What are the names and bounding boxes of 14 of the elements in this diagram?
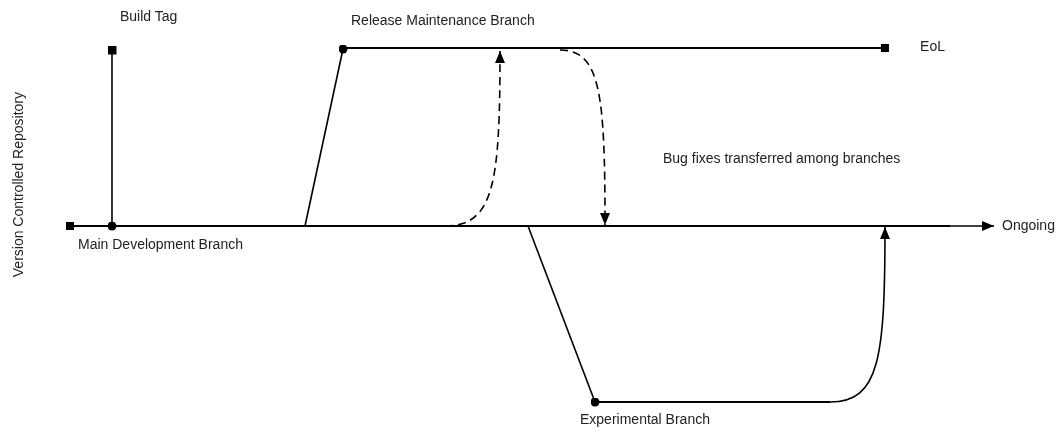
axis-label: Version Controlled Repository [10, 92, 26, 278]
branch-line [527, 225, 600, 407]
end-label: EoL [920, 38, 945, 55]
branch-label: Main Development Branch [78, 236, 243, 253]
branch-label: Experimental Branch [580, 411, 710, 428]
arrow [829, 226, 890, 403]
branch-line [304, 44, 348, 227]
branch-line [107, 45, 117, 231]
dashed-arrow [559, 49, 610, 226]
branch-label: Release Maintenance Branch [351, 12, 535, 29]
arrow [949, 221, 995, 231]
branch-label: Ongoing [1002, 217, 1055, 234]
note-label: Bug fixes transferred among branches [663, 150, 901, 166]
branch-label: Build Tag [120, 8, 178, 25]
